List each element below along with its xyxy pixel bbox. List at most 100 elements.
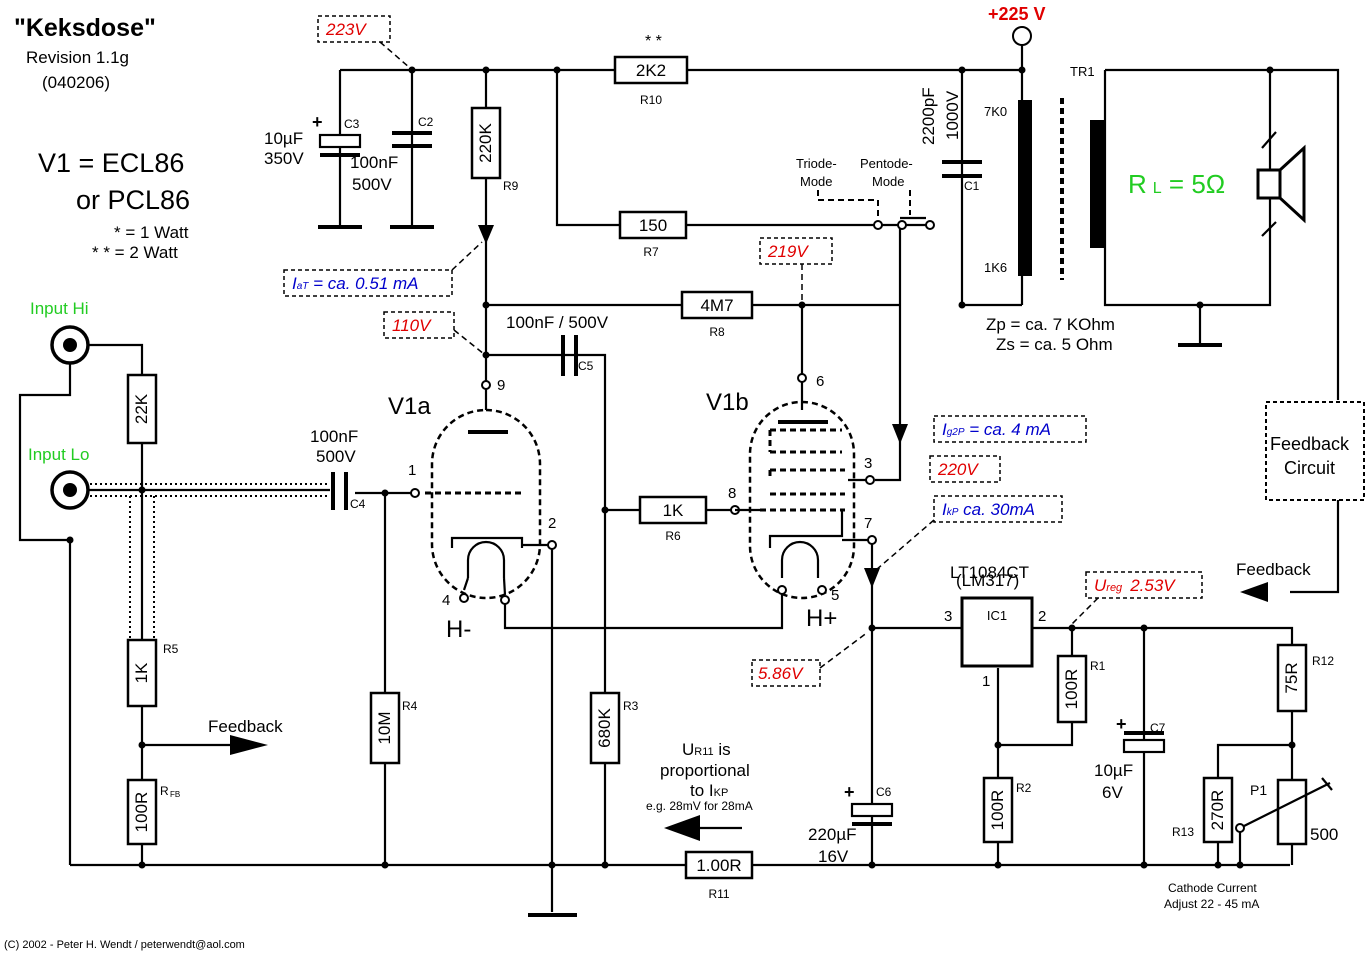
svg-text:C3: C3 [344,117,360,131]
resistor-r10: 2K2 R10 * * [613,33,689,107]
svg-text:10µF: 10µF [264,129,303,148]
annotation-586v: 5.86V [751,631,869,687]
svg-text:2: 2 [548,515,556,532]
speaker-icon [1256,131,1306,237]
resistor-rfb: 100R R FB [126,778,180,846]
tube-v1a: V1a 9 1 2 4 H- [388,377,557,643]
svg-text:4: 4 [442,592,450,609]
svg-text:22K: 22K [132,393,151,424]
svg-text:R10: R10 [640,93,662,107]
svg-text:1000V: 1000V [943,90,962,140]
iat-arrow-icon [478,225,494,244]
svg-text:R9: R9 [503,179,519,193]
svg-text:V1a: V1a [388,393,431,420]
ur11-arrow-icon [664,815,700,841]
supply-terminal[interactable] [1012,26,1032,46]
svg-text:500V: 500V [316,447,356,466]
capacitor-c3: + C3 10µF 350V [264,112,362,168]
svg-text:500: 500 [1310,825,1338,844]
tube-v1b: V1b 6 3 8 7 5 H+ [706,373,877,632]
mode-switch[interactable]: Triode- Mode Pentode- Mode [796,156,935,230]
svg-text:Triode-: Triode- [796,156,837,171]
ur11-line1: UR11 is [682,740,731,759]
svg-text:2: 2 [1038,608,1046,625]
schematic-title: "Keksdose" [14,14,156,42]
svg-text:C1: C1 [964,179,980,193]
svg-text:5: 5 [831,587,839,604]
svg-text:+: + [312,112,323,132]
resistor-r6: 1K R6 [638,495,708,543]
capacitor-c4: 100nF 500V C4 [310,427,366,511]
svg-text:C2: C2 [418,115,434,129]
svg-text:16V: 16V [818,847,849,866]
power-note-2: * * = 2 Watt [92,243,178,262]
svg-text:R1: R1 [1090,659,1106,673]
resistor-r1: 100R R1 [1056,654,1106,724]
svg-text:1K: 1K [132,662,151,683]
resistor-r4: 10M R4 [369,691,418,765]
svg-text:R: R [160,784,169,798]
svg-text:R6: R6 [665,529,681,543]
resistor-r8: 4M7 R8 [680,290,754,339]
capacitor-c1: 2200pF 1000V C1 [919,87,982,193]
revision: Revision 1.1g [26,48,129,67]
capacitor-c5: 100nF / 500V C5 [506,313,609,376]
svg-text:Mode: Mode [800,174,833,189]
feedback-arrow-label-left: Feedback [208,717,283,736]
svg-text:1K6: 1K6 [984,260,1007,275]
svg-text:H+: H+ [806,605,837,632]
svg-text:6: 6 [816,373,824,390]
feedback-circuit-box [1265,401,1365,501]
supply-voltage: +225 V [988,4,1046,24]
svg-text:1.00R: 1.00R [696,856,741,875]
tube-type-1: V1 = ECL86 [38,148,184,178]
input-hi-jack[interactable] [50,325,90,365]
svg-text:220µF: 220µF [808,825,857,844]
svg-text:680K: 680K [595,707,614,747]
svg-text:Zs = ca. 5 Ohm: Zs = ca. 5 Ohm [996,335,1113,354]
svg-text:270R: 270R [1208,790,1227,831]
svg-text:Pentode-: Pentode- [860,156,913,171]
annotation-ikp: IkP ca. 30mA [875,495,1063,571]
ic1-alt: (LM317) [956,571,1019,590]
svg-text:2200pF: 2200pF [919,87,938,145]
svg-text:Ig2P = ca. 4 mA: Ig2P = ca. 4 mA [942,420,1051,439]
revision-date: (040206) [42,73,110,92]
svg-text:2K2: 2K2 [636,61,666,80]
svg-text:* *: * * [645,33,662,50]
svg-text:H-: H- [446,616,471,643]
svg-text:TR1: TR1 [1070,64,1095,79]
svg-text:R7: R7 [643,245,659,259]
input-lo-jack[interactable] [50,470,90,510]
svg-text:IaT = ca. 0.51 mA: IaT = ca. 0.51 mA [292,274,419,293]
svg-text:1K: 1K [663,501,684,520]
cathode-current-line1: Cathode Current [1168,881,1257,895]
svg-text:IC1: IC1 [987,608,1007,623]
output-transformer: TR1 7K0 1K6 Zp = ca. 7 KOhm Zs = ca. 5 O… [984,64,1115,354]
svg-text:P1: P1 [1250,782,1267,798]
annotation-iat: IaT = ca. 0.51 mA [283,241,483,297]
capacitor-c7: + C7 10µF 6V [1094,714,1166,802]
input-hi-label: Input Hi [30,299,89,318]
svg-text:4M7: 4M7 [700,296,733,315]
svg-text:C5: C5 [578,359,594,373]
svg-text:R8: R8 [709,325,725,339]
resistor-r3: 680K R3 [589,691,639,765]
svg-text:5.86V: 5.86V [758,664,804,683]
feedback-arrow-right-icon [230,735,268,755]
svg-text:75R: 75R [1282,662,1301,693]
svg-text:110V: 110V [392,316,432,335]
svg-text:100nF: 100nF [350,153,398,172]
svg-text:100R: 100R [132,792,151,833]
ur11-line2: proportional [660,761,750,780]
svg-text:R11: R11 [708,887,729,901]
copyright: (C) 2002 - Peter H. Wendt / peterwendt@a… [4,939,245,951]
svg-text:7K0: 7K0 [984,104,1007,119]
annotation-220v: 220V [929,455,1001,483]
svg-text:C6: C6 [876,785,892,799]
feedback-arrow-left-icon [1240,582,1268,602]
ikp-arrow-icon [864,568,880,588]
svg-text:100R: 100R [1062,669,1081,710]
